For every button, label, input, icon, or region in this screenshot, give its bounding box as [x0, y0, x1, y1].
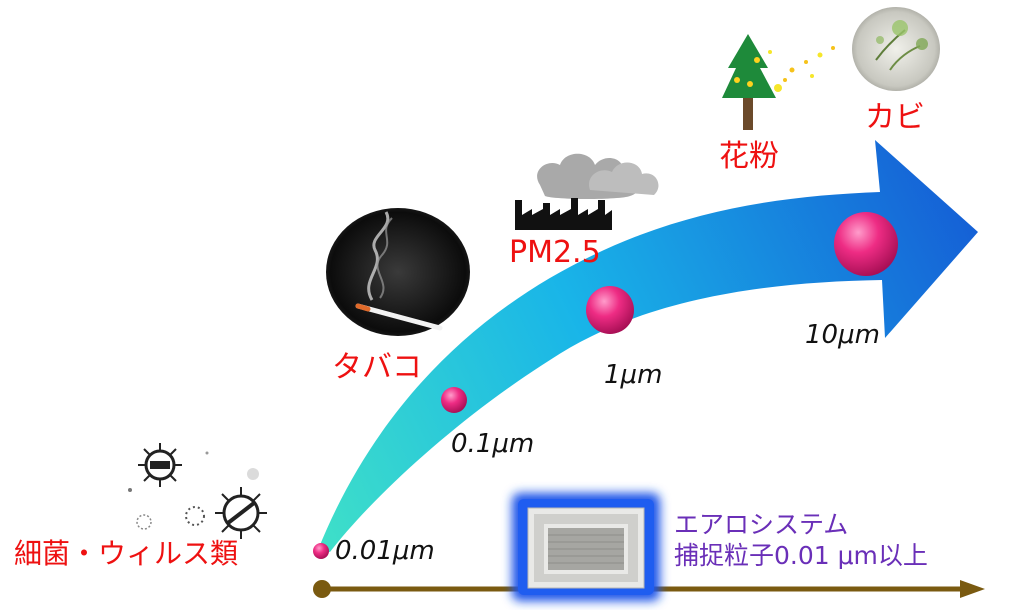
tree-icon	[722, 34, 835, 130]
size-label-0.01um: 0.01μm	[335, 536, 435, 566]
size-label-1um: 1μm	[604, 360, 663, 390]
product-name: エアロシステム	[674, 510, 849, 539]
size-scale-arrow	[318, 140, 978, 552]
particle-0.1um	[441, 387, 467, 413]
size-label-10um: 10μm	[805, 320, 880, 350]
mold-icon	[852, 7, 940, 91]
ceiling-air-unit-icon	[512, 493, 660, 601]
cigarette-smoke-icon	[326, 208, 470, 336]
particle-10um	[834, 212, 898, 276]
label-pm25: PM2.5	[509, 235, 601, 270]
factory-icon	[515, 153, 659, 230]
label-mold: カビ	[865, 100, 925, 135]
particle-0.01um	[313, 543, 329, 559]
size-label-0.1um: 0.1μm	[451, 429, 535, 459]
label-pollen: 花粉	[719, 139, 779, 174]
product-capture-spec: 捕捉粒子0.01 μm以上	[674, 541, 928, 570]
label-tobacco: タバコ	[332, 350, 422, 385]
particle-1um	[586, 286, 634, 334]
label-bacteria-virus: 細菌・ウィルス類	[14, 537, 239, 570]
virus-icon	[128, 443, 267, 539]
